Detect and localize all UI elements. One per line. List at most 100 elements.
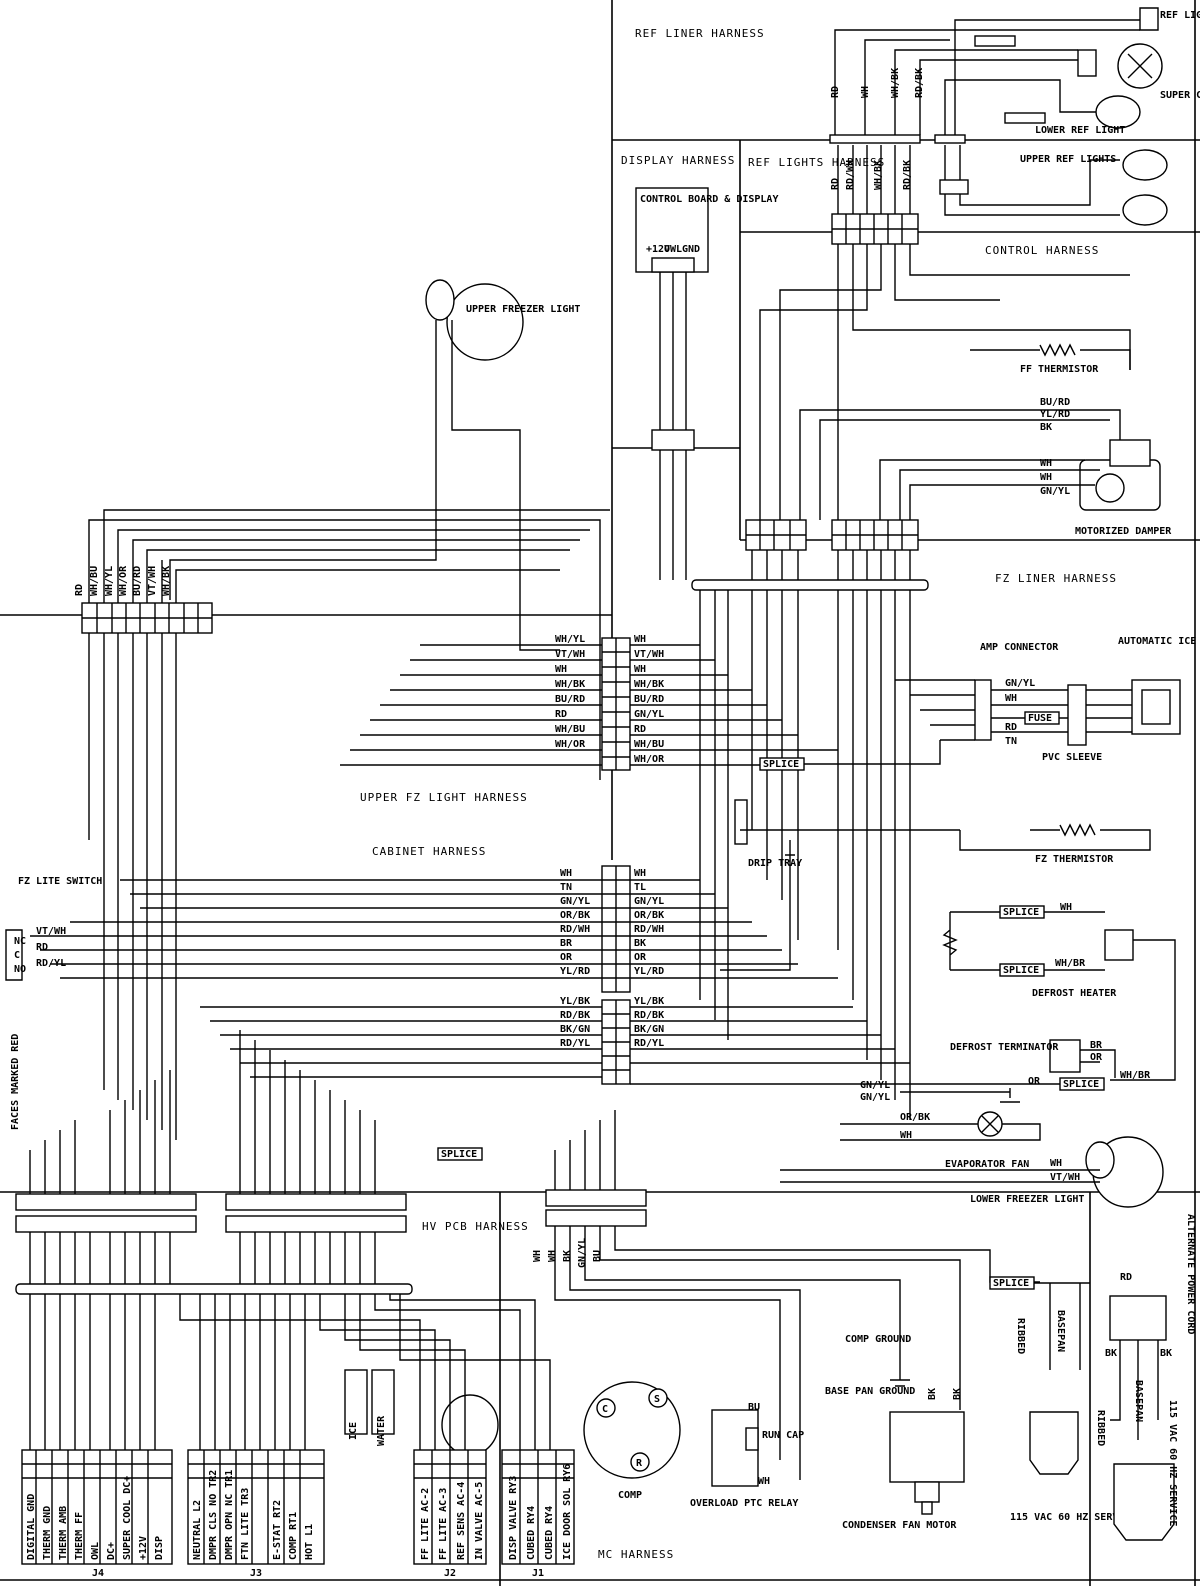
- fz-lite-switch-area: FZ LITE SWITCH NC C NO VT/WH RD RD/YL FA…: [5, 876, 102, 1130]
- upper-freezer-light-icon: [446, 283, 524, 361]
- svg-text:S: S: [654, 1394, 660, 1405]
- top-ref-wire-8: RD/BK: [902, 160, 913, 190]
- motorized-damper-area: MOTORIZED DAMPER: [799, 409, 1172, 537]
- switch-pin-nc: NC: [14, 936, 26, 947]
- splice-label-1: SPLICE: [763, 759, 799, 770]
- j4-pin-4: THERM FF: [74, 1512, 85, 1560]
- control-connector-top: [759, 145, 1131, 520]
- defrost-wire-3: BR: [1090, 1040, 1103, 1051]
- top-ref-wire-5: RD: [830, 178, 841, 190]
- mid-connector-row: SPLICE: [15, 1030, 647, 1233]
- switch-wire-3: RD/YL: [36, 958, 66, 969]
- cab-left-wire-12: RD/YL: [560, 1038, 590, 1049]
- switch-pin-no: NO: [14, 964, 26, 975]
- upper-conn-wire-2: WH/BU: [89, 566, 100, 596]
- comp-label: COMP: [618, 1490, 642, 1501]
- cab-left-wire-4: OR/BK: [560, 910, 590, 921]
- ref-liner-area: REF LIGHT SWITCH SUPER COOL FAN LOWER RE…: [829, 7, 1200, 144]
- fan-connector: [1077, 49, 1097, 77]
- drip-tray-label: DRIP TRAY: [748, 858, 802, 869]
- j3-label: J3: [250, 1568, 262, 1579]
- upper-ref-light-bulb-2-icon: [1122, 194, 1168, 226]
- fz-thermistor-label: FZ THERMISTOR: [1035, 854, 1114, 865]
- alt-power-cord-label: ALTERNATE POWER CORD: [1185, 1214, 1196, 1334]
- comp-ground-label: COMP GROUND: [845, 1334, 911, 1345]
- fz-right-wire-1: WH: [634, 634, 646, 645]
- fz-left-wire-8: WH/OR: [555, 739, 586, 750]
- cab-right-wire-9: YL/BK: [634, 996, 664, 1007]
- cab-left-wire-7: OR: [560, 952, 573, 963]
- cab-right-wire-10: RD/BK: [634, 1010, 664, 1021]
- upper-freezer-light-label: UPPER FREEZER LIGHT: [466, 304, 580, 315]
- ff-thermistor-area: FF THERMISTOR: [970, 343, 1131, 375]
- ref-light-switch-icon: [1139, 7, 1159, 31]
- ice-maker-wire-1: GN/YL: [1005, 678, 1035, 689]
- fz-lite-switch-icon: [5, 929, 23, 981]
- upper-ref-lights-label: UPPER REF LIGHTS: [1020, 154, 1116, 165]
- splice-label-2: SPLICE: [1003, 907, 1039, 918]
- cab-left-wire-6: BR: [560, 938, 573, 949]
- splice-box-2: [1004, 112, 1046, 124]
- damper-wire-4: WH: [1040, 458, 1052, 469]
- splice-box-1: [974, 35, 1016, 47]
- ref-lights-harness-title: REF LIGHTS HARNESS: [748, 156, 885, 169]
- j1-connector: DISP VALVE RY3 CUBED RY4 CUBED RY4 ICE D…: [501, 1449, 575, 1579]
- mc-harness-title: MC HARNESS: [598, 1548, 674, 1561]
- pvc-sleeve-label: PVC SLEEVE: [1042, 752, 1102, 763]
- alt-service-label: 115 VAC 60 HZ SERVICE: [1167, 1400, 1178, 1526]
- j4-connector: DIGITAL GND THERM GND THERM AMB THERM FF…: [21, 1449, 173, 1579]
- hv-pcb-harness-title: HV PCB HARNESS: [422, 1220, 529, 1233]
- mc-wire-4: GN/YL: [577, 1238, 588, 1268]
- splice-label-6: SPLICE: [993, 1278, 1029, 1289]
- cab-right-wire-7: OR: [634, 952, 647, 963]
- j3-pin-6: COMP RT1: [288, 1512, 299, 1560]
- top-ref-wire-4: RD/BK: [914, 68, 925, 98]
- cab-right-wire-6: BK: [634, 938, 646, 949]
- evaporator-area: EVAPORATOR FAN LOWER FREEZER LIGHT: [780, 1088, 1164, 1208]
- damper-wire-2: YL/RD: [1040, 409, 1070, 420]
- motorized-damper-label: MOTORIZED DAMPER: [1075, 526, 1172, 537]
- splice-label-3: SPLICE: [1003, 965, 1039, 976]
- water-valve-label: WATER: [376, 1415, 387, 1446]
- alt-power-plug-icon: [1113, 1463, 1175, 1541]
- j3-connector: NEUTRAL L2 DMPR CLS NO TR2 DMPR OPN NC T…: [187, 1449, 325, 1579]
- top-ref-wire-1: RD: [830, 86, 841, 98]
- lower-ref-light-label: LOWER REF LIGHT: [1035, 125, 1125, 136]
- mc-wire-6: BU: [748, 1402, 760, 1413]
- fz-right-wire-3: WH: [634, 664, 646, 675]
- fz-right-wire-2: VT/WH: [634, 649, 664, 660]
- cab-left-wire-10: RD/BK: [560, 1010, 590, 1021]
- fz-left-wire-6: RD: [555, 709, 567, 720]
- evaporator-fan-label: EVAPORATOR FAN: [945, 1159, 1029, 1170]
- mc-wire-10: RD: [1120, 1272, 1132, 1283]
- display-pin-2: OWL: [664, 244, 682, 255]
- evap-wire-5: WH: [1050, 1158, 1062, 1169]
- base-pan-ground-label: BASE PAN GROUND: [825, 1386, 915, 1397]
- cab-right-wire-11: BK/GN: [634, 1024, 664, 1035]
- lower-ref-light-icon: [1095, 95, 1141, 129]
- j2-pin-4: IN VALVE AC-5: [474, 1482, 485, 1560]
- top-ref-wire-6: RD/WH: [845, 160, 856, 190]
- faces-marked-red-label: FACES MARKED RED: [10, 1034, 21, 1130]
- fz-right-wire-4: WH/BK: [634, 679, 664, 690]
- defrost-wire-5: WH/BR: [1120, 1070, 1151, 1081]
- ref-light-switch-label: REF LIGHT SWITCH: [1160, 10, 1200, 21]
- ribbed-label-1: RIBBED: [1015, 1318, 1026, 1354]
- ff-thermistor-label: FF THERMISTOR: [1020, 364, 1099, 375]
- upper-ref-light-bulb-1-icon: [1122, 149, 1168, 181]
- upper-conn-wire-4: WH/OR: [118, 565, 129, 596]
- evap-wire-6: VT/WH: [1050, 1172, 1080, 1183]
- mc-wire-3: BK: [562, 1250, 573, 1262]
- cab-left-wire-1: WH: [560, 868, 572, 879]
- svg-text:C: C: [602, 1404, 608, 1415]
- ribbed-label-2: RIBBED: [1095, 1410, 1106, 1446]
- j2-pin-1: FF LITE AC-2: [420, 1488, 431, 1560]
- fz-right-wire-7: RD: [634, 724, 646, 735]
- j4-label: J4: [92, 1568, 104, 1579]
- ice-maker-area: AMP CONNECTOR AUTOMATIC ICE MAKER FUSE P…: [895, 636, 1200, 763]
- defrost-wire-1: WH: [1060, 902, 1072, 913]
- j3-pin-7: HOT L1: [304, 1524, 315, 1560]
- switch-wire-2: RD: [36, 942, 48, 953]
- cab-right-wire-5: RD/WH: [634, 924, 664, 935]
- j4-pin-5: OWL: [90, 1542, 101, 1560]
